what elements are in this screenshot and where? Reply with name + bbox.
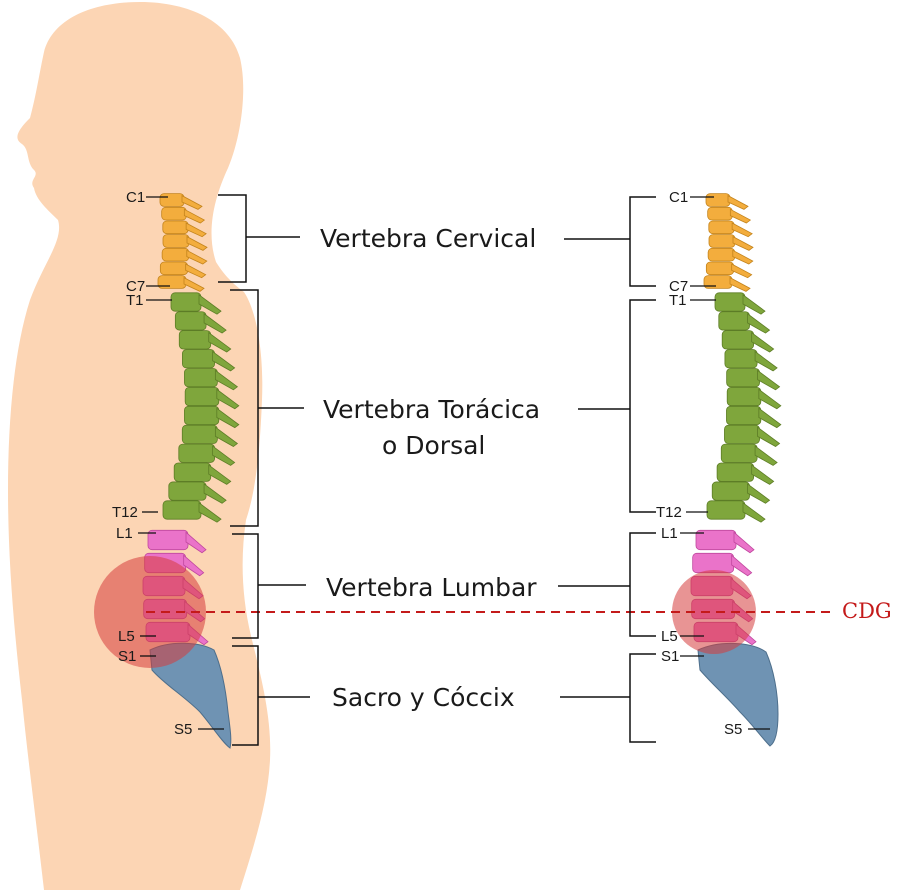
right-cervical-body-4 bbox=[709, 235, 735, 248]
left-label-s5: S5 bbox=[174, 721, 192, 738]
left-thoracic-body-10 bbox=[174, 463, 211, 481]
right-thoracic-process-4 bbox=[755, 352, 777, 371]
right-thoracic-body-2 bbox=[719, 312, 750, 330]
left-thoracic-body-9 bbox=[179, 444, 215, 462]
right-spine bbox=[691, 194, 781, 746]
cdg-label: CDG bbox=[842, 599, 892, 623]
left-thoracic-body-1 bbox=[171, 293, 201, 311]
label-sacrum: Sacro y Cóccix bbox=[332, 683, 515, 712]
left-thoracic-body-12 bbox=[163, 501, 201, 519]
right-thoracic-body-8 bbox=[724, 425, 759, 443]
left-thoracic-body-5 bbox=[184, 368, 217, 386]
right-thoracic-process-7 bbox=[759, 408, 781, 427]
left-thoracic-body-6 bbox=[185, 387, 219, 405]
right-thoracic-vertebrae bbox=[707, 293, 781, 522]
right-cervical-process-3 bbox=[732, 223, 752, 237]
right-thoracic-process-8 bbox=[758, 427, 780, 446]
body-silhouette bbox=[8, 2, 270, 890]
label-thoracic-line2: o Dorsal bbox=[382, 431, 485, 460]
right-thoracic-body-4 bbox=[725, 350, 757, 368]
left-label-t12: T12 bbox=[112, 504, 138, 521]
right-cdg-circle bbox=[672, 570, 756, 654]
right-thoracic-body-9 bbox=[721, 444, 757, 462]
right-label-s1: S1 bbox=[661, 648, 679, 665]
right-thoracic-body-12 bbox=[707, 501, 745, 519]
right-brackets bbox=[558, 197, 656, 742]
right-cervical-body-1 bbox=[706, 194, 730, 207]
right-label-c1: C1 bbox=[669, 189, 688, 206]
right-cervical-process-6 bbox=[732, 264, 752, 278]
right-label-l1: L1 bbox=[661, 525, 678, 542]
label-thoracic-line1: Vertebra Torácica bbox=[323, 395, 540, 424]
right-lumbar-process-1 bbox=[734, 532, 754, 552]
right-label-t1: T1 bbox=[669, 292, 687, 309]
label-lumbar: Vertebra Lumbar bbox=[326, 573, 537, 602]
left-label-l5: L5 bbox=[118, 628, 135, 645]
right-thoracic-process-6 bbox=[759, 389, 781, 408]
left-cervical-body-1 bbox=[160, 194, 184, 207]
left-thoracic-body-7 bbox=[184, 406, 218, 424]
right-thoracic-process-10 bbox=[752, 465, 774, 484]
right-thoracic-body-7 bbox=[726, 406, 760, 424]
right-lumbar-process-2 bbox=[732, 555, 752, 575]
right-cervical-body-3 bbox=[709, 221, 734, 234]
right-thoracic-process-5 bbox=[758, 370, 780, 389]
left-thoracic-body-8 bbox=[182, 425, 217, 443]
right-thoracic-process-9 bbox=[755, 446, 777, 465]
label-cervical: Vertebra Cervical bbox=[320, 224, 536, 253]
left-label-s1: S1 bbox=[118, 648, 136, 665]
right-thoracic-process-11 bbox=[748, 484, 770, 503]
left-cervical-body-6 bbox=[160, 262, 187, 275]
right-label-l5: L5 bbox=[661, 628, 678, 645]
right-cervical-process-2 bbox=[730, 209, 750, 223]
right-cervical-process-1 bbox=[728, 196, 748, 210]
right-label-s5: S5 bbox=[724, 721, 742, 738]
left-label-t1: T1 bbox=[126, 292, 144, 309]
right-cervical-process-7 bbox=[730, 278, 750, 292]
left-cervical-body-5 bbox=[162, 248, 189, 261]
left-thoracic-body-11 bbox=[169, 482, 206, 500]
right-thoracic-body-10 bbox=[717, 463, 754, 481]
left-thoracic-body-4 bbox=[182, 350, 214, 368]
right-thoracic-body-6 bbox=[727, 387, 761, 405]
right-thoracic-body-5 bbox=[727, 368, 760, 386]
right-thoracic-process-2 bbox=[748, 314, 770, 333]
right-cervical-process-4 bbox=[733, 237, 753, 251]
left-thoracic-body-3 bbox=[179, 331, 210, 349]
left-label-l1: L1 bbox=[116, 525, 133, 542]
right-thoracic-body-3 bbox=[722, 331, 753, 349]
right-thoracic-body-11 bbox=[712, 482, 749, 500]
right-thoracic-process-1 bbox=[743, 295, 765, 314]
right-lumbar-body-2 bbox=[693, 553, 734, 572]
right-cervical-body-2 bbox=[708, 207, 733, 220]
left-thoracic-body-2 bbox=[175, 312, 206, 330]
right-thoracic-process-3 bbox=[752, 333, 774, 352]
right-thoracic-process-12 bbox=[743, 503, 765, 522]
left-cervical-body-2 bbox=[162, 207, 187, 220]
right-thoracic-body-1 bbox=[715, 293, 745, 311]
right-cervical-body-6 bbox=[706, 262, 733, 275]
right-cervical-vertebrae bbox=[704, 194, 753, 292]
right-cervical-body-5 bbox=[708, 248, 735, 261]
right-cervical-process-5 bbox=[733, 250, 753, 264]
left-cervical-body-3 bbox=[163, 221, 188, 234]
region-labels: Vertebra Cervical Vertebra Torácica o Do… bbox=[320, 224, 540, 712]
left-cervical-body-4 bbox=[163, 235, 189, 248]
left-label-c1: C1 bbox=[126, 189, 145, 206]
right-label-t12: T12 bbox=[656, 504, 682, 521]
